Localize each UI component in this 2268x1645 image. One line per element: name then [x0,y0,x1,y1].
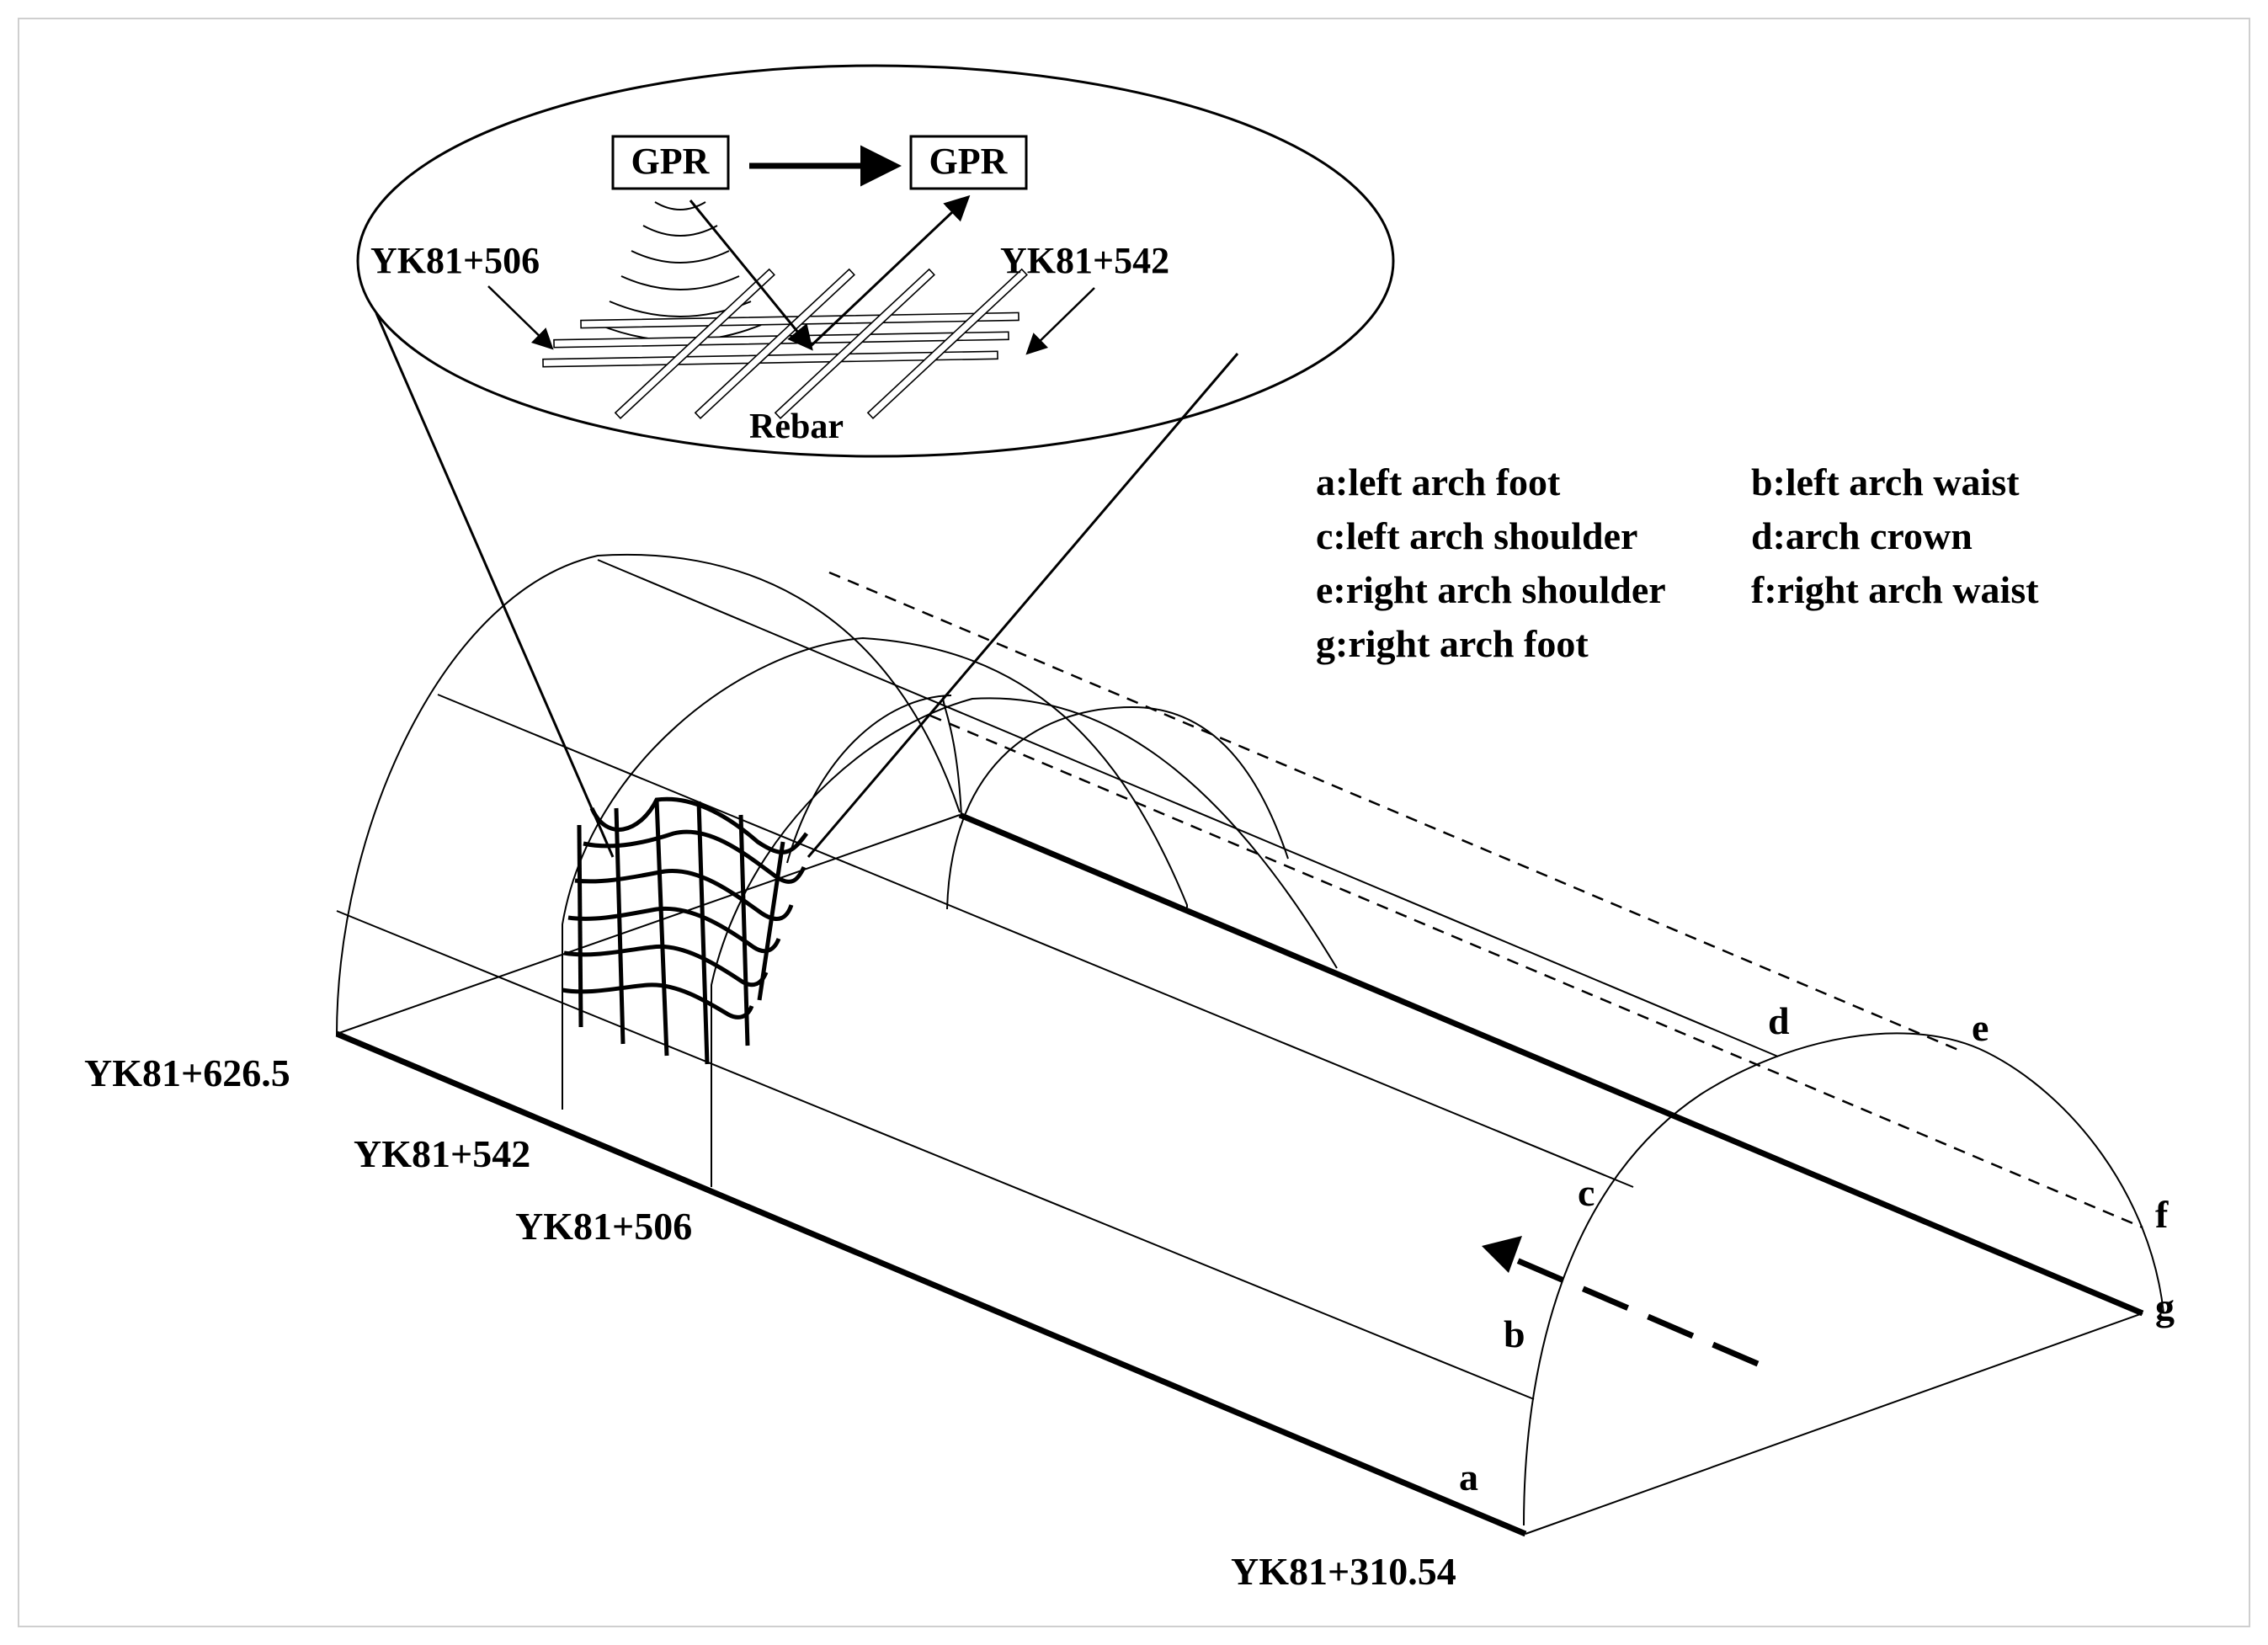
point-a: a [1459,1456,1478,1499]
floor-back-edge [336,814,961,1035]
legend-b: b:left arch waist [1751,460,2020,503]
long-line-crown [597,559,1779,1057]
survey-direction-dash [1505,1253,1760,1367]
point-c: c [1578,1171,1595,1214]
end-arch-626 [336,553,961,1036]
station-label-310: YK81+310.54 [1231,1550,1456,1593]
point-g: g [2155,1286,2175,1328]
magnifier-station-right: YK81+542 [1000,240,1169,281]
point-b: b [1504,1312,1525,1355]
front-arch [1523,1032,2164,1526]
rebar-label: Rebar [749,407,844,446]
gpr-label-right: GPR [929,141,1009,182]
hidden-line-shoulder-right [828,571,1965,1054]
arch-506 [711,697,1338,1187]
legend-f: f:right arch waist [1751,568,2039,611]
hidden-line-waist-right [929,714,2143,1229]
legend-d: d:arch crown [1751,514,1973,557]
station-left-pointer [487,285,554,350]
legend-c: c:left arch shoulder [1316,514,1637,557]
survey-grid [562,796,809,1065]
legend-e: e:right arch shoulder [1316,568,1666,611]
long-line-waist-left [336,910,1535,1400]
magnifier-cone-left [375,312,615,858]
station-right-pointer [1025,287,1095,355]
legend-a: a:left arch foot [1316,460,1561,503]
gpr-box-left [611,135,730,190]
figure-border [18,18,2250,1627]
station-label-626: YK81+626.5 [84,1051,290,1094]
back-arch [946,705,1289,910]
long-line-shoulder-left [437,694,1634,1188]
floor-front-edge [1525,1312,2143,1535]
reflected-ray [808,194,971,349]
incident-ray [689,200,813,351]
gpr-box-right [909,135,1028,190]
point-d: d [1768,999,1790,1042]
magnifier-station-left: YK81+506 [370,240,540,281]
magnifier-ellipse [356,64,1395,458]
station-label-542: YK81+542 [354,1132,530,1175]
magnifier-cone-right [807,353,1239,858]
floor-right-edge [958,812,2144,1317]
station-label-506: YK81+506 [515,1205,692,1248]
gpr-label-left: GPR [631,141,711,182]
point-e: e [1972,1006,1988,1049]
floor-left-edge [335,1030,1527,1537]
inner-arch [786,695,962,864]
point-f: f [2155,1193,2169,1236]
survey-direction-arrowhead [1482,1236,1522,1273]
rebar-mesh [542,268,1028,420]
legend-g: g:right arch foot [1316,622,1589,665]
